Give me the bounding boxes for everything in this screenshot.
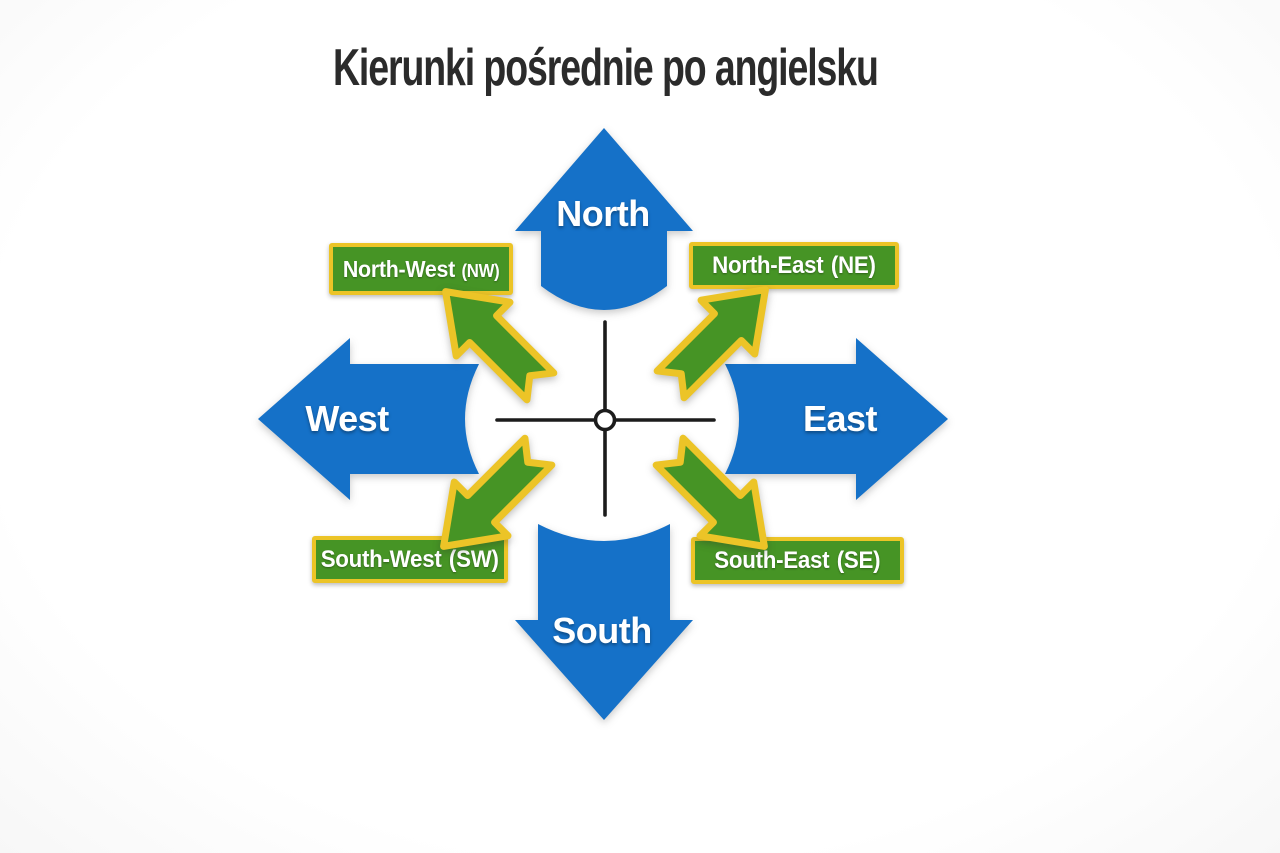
label-north-west: North-West (NW) [329,243,513,295]
label-south-east: South-East(SE) [691,537,904,584]
page-title: Kierunki pośrednie po angielsku [332,39,879,97]
label-north-west-name: North-West [342,255,455,282]
label-south-west-abbr: (SW) [449,545,499,573]
label-north-west-abbr: (NW) [461,260,500,281]
north-label: North [556,193,650,234]
crosshair-group [495,320,716,517]
label-south-east-name: South-East [714,546,830,574]
label-south-west-name: South-West [321,545,442,573]
label-north-east-name: North-East [712,251,824,279]
west-label: West [305,398,389,439]
label-north-east: North-East(NE) [689,242,899,289]
center-point-icon [593,408,617,432]
intercardinal-arrows-group [440,286,769,550]
east-label: East [802,398,878,439]
title-area: Kierunki pośrednie po angielsku [0,38,1210,98]
south-label: South [552,610,652,651]
label-north-east-abbr: (NE) [830,251,876,279]
label-south-west: South-West(SW) [312,536,508,583]
label-south-east-abbr: (SE) [836,546,881,574]
